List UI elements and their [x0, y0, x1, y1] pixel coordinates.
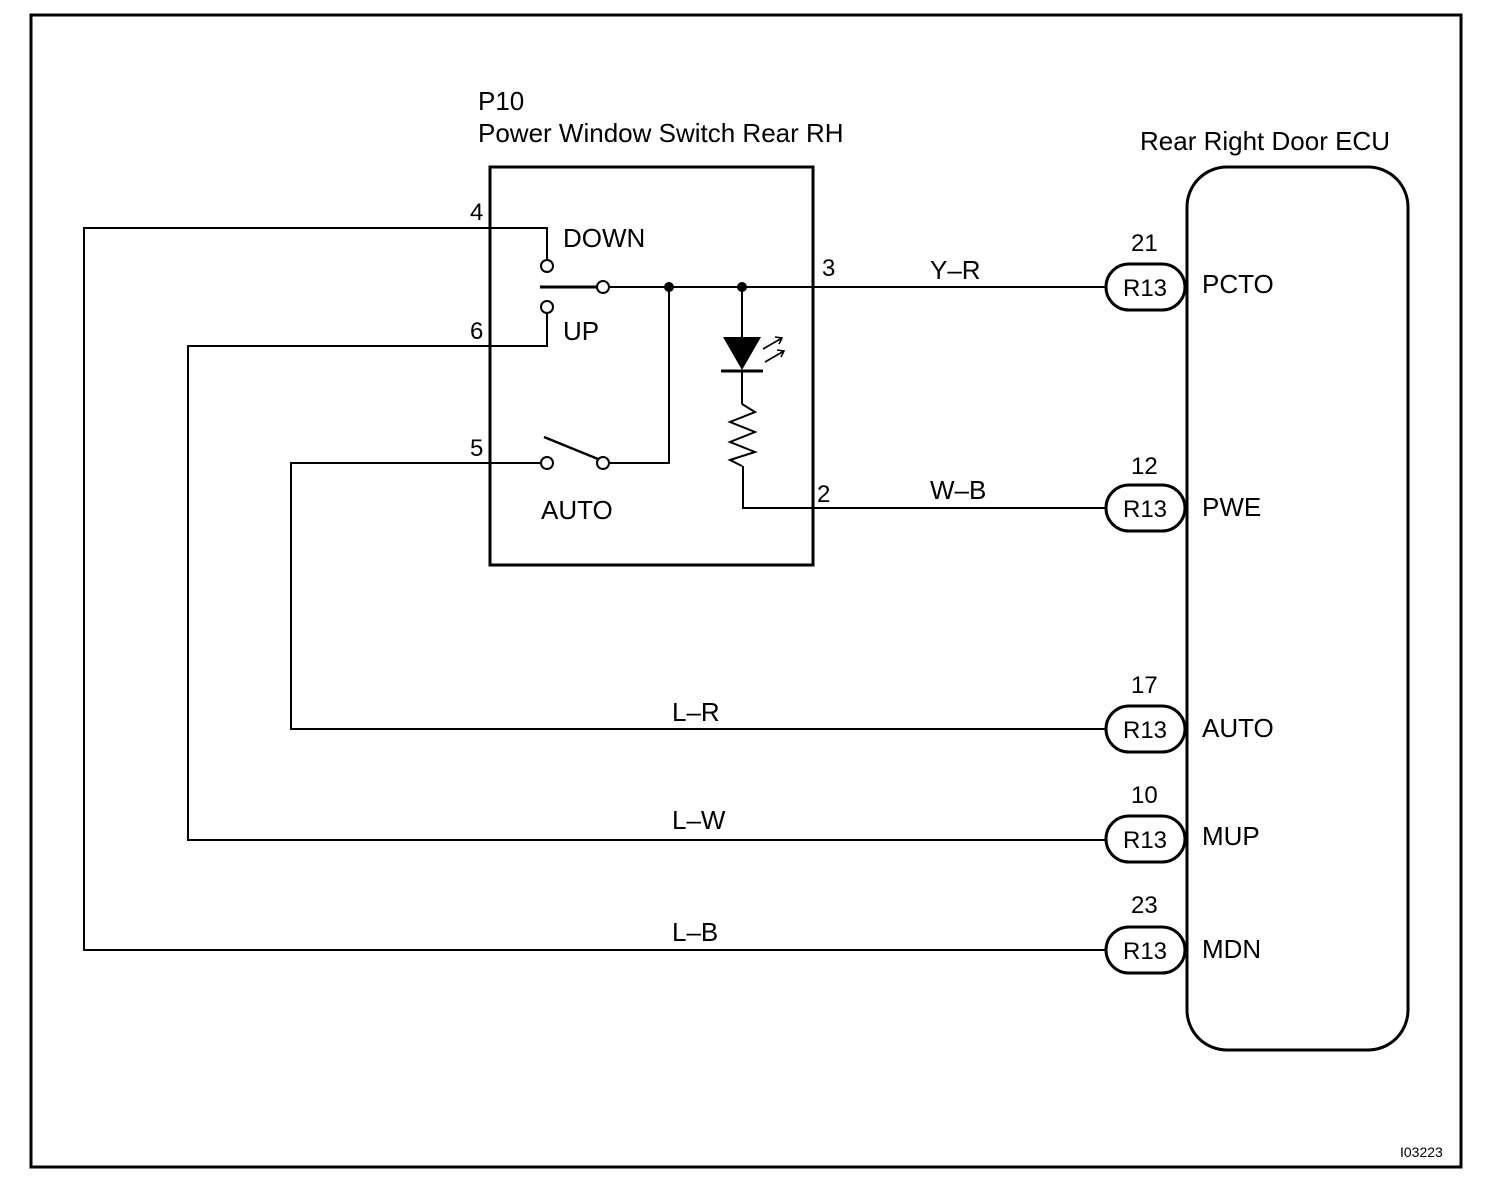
connector-r13 — [1104, 814, 1187, 864]
auto-contact-b — [596, 456, 610, 470]
pin-2: 2 — [817, 481, 830, 508]
connector-r13 — [1104, 704, 1187, 754]
wire-label-y-r: Y–R — [930, 255, 981, 285]
ecu-terminal-mdn: MDN — [1202, 934, 1261, 964]
ecu-pin-17: 17 — [1131, 672, 1158, 699]
ecu-terminal-pwe: PWE — [1202, 492, 1261, 522]
led-icon — [723, 337, 761, 370]
wire-label-l-b: L–B — [672, 917, 718, 947]
up-contact — [540, 300, 554, 314]
connector-r13 — [1104, 483, 1187, 533]
connector-label: R13 — [1123, 827, 1167, 854]
wire-w-b — [742, 466, 1108, 509]
wire-l-b — [83, 227, 1108, 951]
connector-r13 — [1104, 925, 1187, 975]
ecu-pin-10: 10 — [1131, 782, 1158, 809]
switch-name: Power Window Switch Rear RH — [478, 118, 844, 148]
pin-4: 4 — [470, 199, 483, 226]
common-contact — [596, 280, 610, 294]
ecu-pin-21: 21 — [1131, 230, 1158, 257]
auto-label: AUTO — [541, 495, 613, 525]
pin-3: 3 — [822, 255, 835, 282]
up-label: UP — [563, 316, 599, 346]
connector-r13 — [1104, 262, 1187, 312]
wire-l-r — [290, 462, 1108, 730]
diagram-frame — [29, 13, 1463, 1169]
auto-internal-wire — [609, 287, 670, 464]
power-window-switch-box — [488, 165, 815, 567]
auto-switch-blade — [543, 435, 599, 461]
connector-label: R13 — [1123, 275, 1167, 302]
auto-contact-a — [540, 456, 554, 470]
led-light-arrows-icon — [762, 336, 786, 363]
resistor-icon — [727, 403, 758, 467]
ecu-name: Rear Right Door ECU — [1140, 126, 1390, 156]
ecu-terminal-mup: MUP — [1202, 821, 1260, 851]
connector-label: R13 — [1123, 938, 1167, 965]
wire-label-l-r: L–R — [672, 697, 720, 727]
ecu-terminal-pcto: PCTO — [1202, 269, 1274, 299]
wire-label-w-b: W–B — [930, 475, 986, 505]
ecu-pin-12: 12 — [1131, 453, 1158, 480]
connector-label: R13 — [1123, 717, 1167, 744]
pin-5: 5 — [470, 435, 483, 462]
down-label: DOWN — [563, 223, 645, 253]
ecu-box — [1185, 165, 1410, 1052]
wire-l-w — [187, 314, 1108, 841]
ecu-terminal-auto: AUTO — [1202, 713, 1274, 743]
figure-code: I03223 — [1400, 1144, 1443, 1160]
pin-6: 6 — [470, 318, 483, 345]
connector-label: R13 — [1123, 496, 1167, 523]
down-contact — [540, 259, 554, 273]
ecu-pin-23: 23 — [1131, 892, 1158, 919]
switch-code: P10 — [478, 86, 524, 116]
wire-label-l-w: L–W — [672, 805, 726, 835]
